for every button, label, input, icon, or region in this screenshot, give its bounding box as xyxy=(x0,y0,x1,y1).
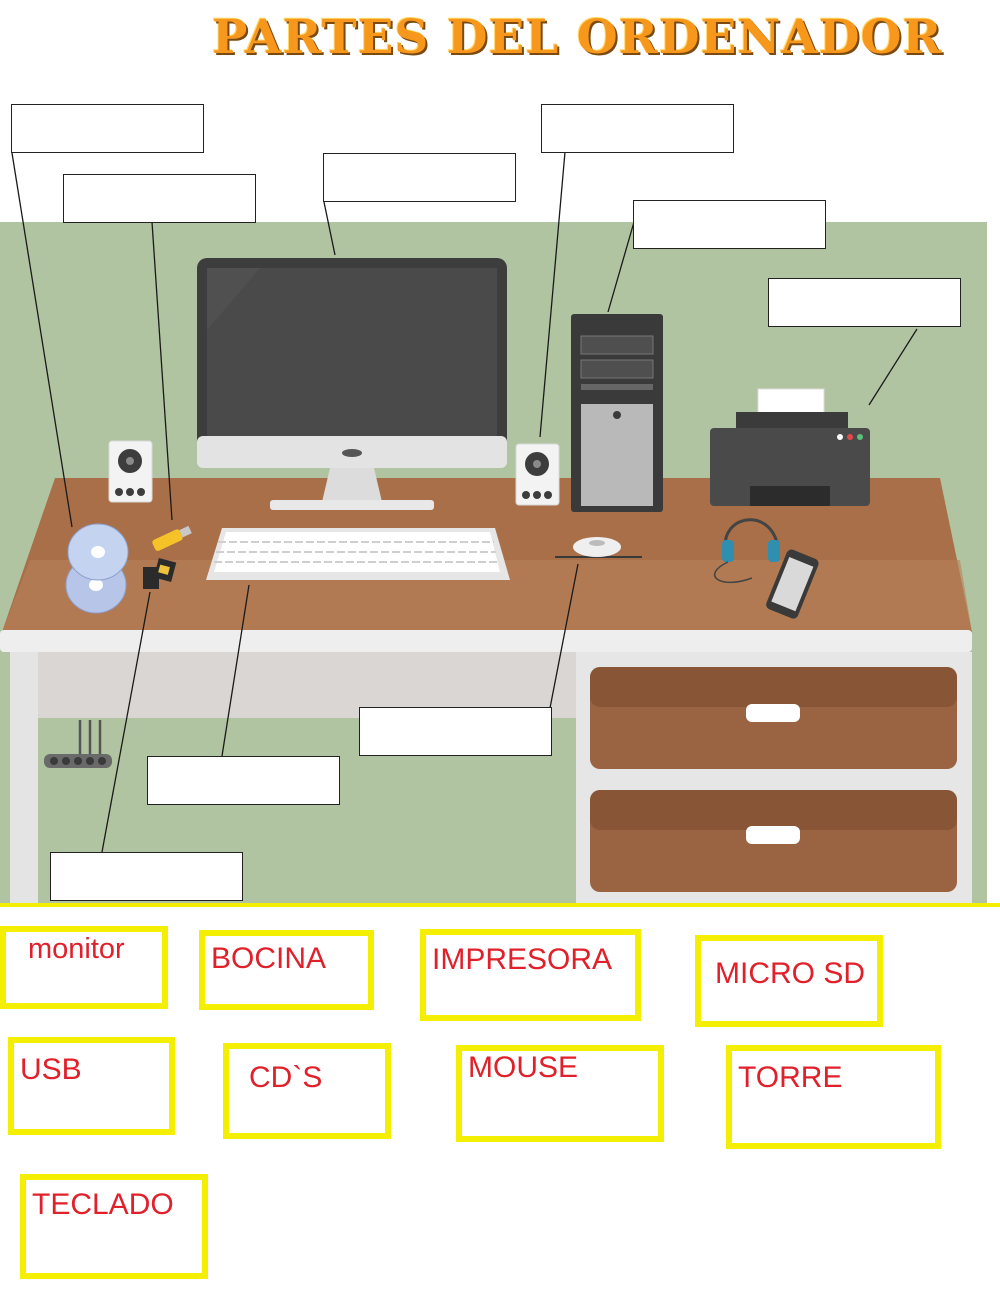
smartphone-icon xyxy=(766,549,819,619)
word-bank-divider xyxy=(0,903,1000,907)
word-tile-cds[interactable]: CD`S xyxy=(223,1043,391,1139)
word-tile-micro-sd[interactable]: MICRO SD xyxy=(695,935,883,1027)
leader-lines xyxy=(11,151,918,853)
word-tile-torre[interactable]: TORRE xyxy=(726,1045,941,1149)
drop-box-torre[interactable] xyxy=(633,200,826,249)
drop-box-cds[interactable] xyxy=(11,104,204,153)
drop-box-impresora[interactable] xyxy=(768,278,961,327)
usb-drive-icon xyxy=(152,525,192,551)
mouse-icon xyxy=(555,537,642,558)
monitor-icon xyxy=(197,258,507,510)
power-strip-icon xyxy=(44,720,112,768)
word-tile-teclado[interactable]: TECLADO xyxy=(20,1174,208,1279)
drop-box-micro-sd[interactable] xyxy=(50,852,243,901)
word-tile-impresora[interactable]: IMPRESORA xyxy=(420,929,641,1021)
printer-icon xyxy=(710,388,870,506)
drop-box-teclado[interactable] xyxy=(147,756,340,805)
word-tile-mouse[interactable]: MOUSE xyxy=(456,1045,664,1142)
cd-icon xyxy=(65,523,129,614)
drop-box-mouse[interactable] xyxy=(359,707,552,756)
word-tile-usb[interactable]: USB xyxy=(8,1037,175,1135)
drop-box-bocina[interactable] xyxy=(541,104,734,153)
computer-desk-illustration xyxy=(0,151,987,905)
keyboard-icon xyxy=(206,528,510,580)
desk-edge xyxy=(0,630,972,652)
drop-box-monitor[interactable] xyxy=(323,153,516,202)
word-tile-monitor[interactable]: monitor xyxy=(0,926,168,1009)
micro-sd-icon xyxy=(143,558,177,589)
headphones-icon xyxy=(714,518,780,584)
page-title: PARTES DEL ORDENADOR xyxy=(212,10,943,65)
speaker-icon xyxy=(108,440,560,506)
word-tile-bocina[interactable]: BOCINA xyxy=(199,930,374,1010)
drop-box-usb[interactable] xyxy=(63,174,256,223)
desk-drawer-icon xyxy=(590,667,957,892)
tower-icon xyxy=(571,314,663,512)
